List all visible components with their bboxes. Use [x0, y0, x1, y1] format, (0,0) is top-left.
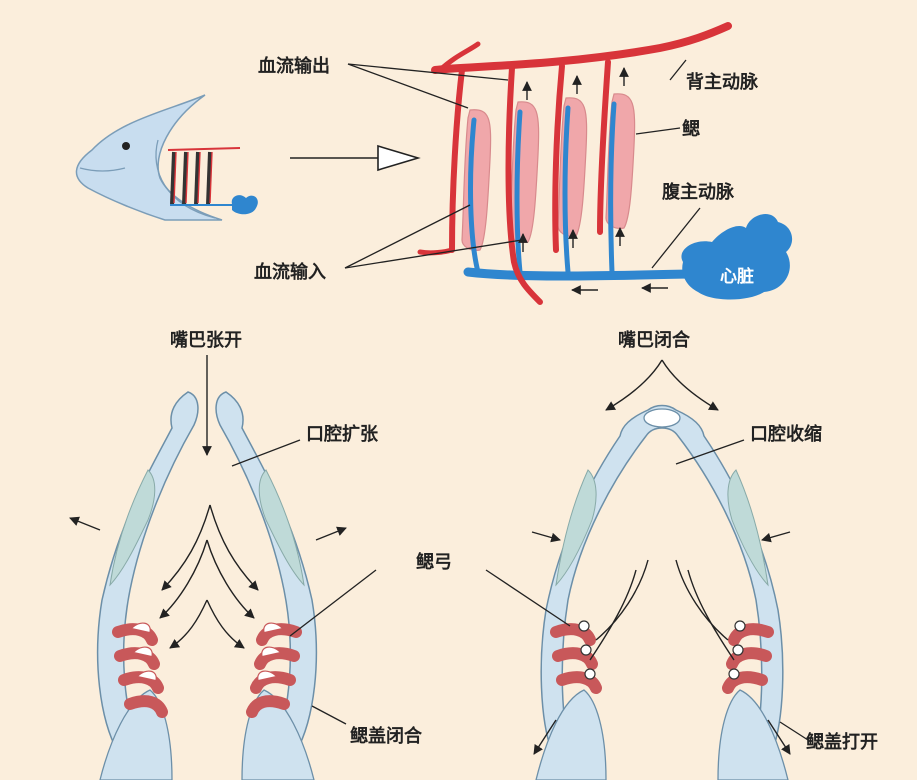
label-mouth-closed: 嘴巴闭合	[618, 329, 691, 351]
gill-circulation-illustration	[344, 22, 793, 305]
label-mouth-cavity-contract: 口腔收缩	[750, 423, 822, 445]
gill-arches-right-open	[246, 622, 302, 718]
label-blood-out: 血流输出	[258, 55, 330, 77]
label-gill-arch: 鳃弓	[416, 551, 452, 573]
heart-shape	[681, 214, 793, 300]
small-heart	[231, 195, 258, 215]
fish-eye	[122, 142, 130, 150]
water-flow-open	[69, 355, 347, 649]
label-operculum-open: 鳃盖打开	[806, 731, 878, 753]
gill-arches-right-closed	[722, 620, 774, 694]
water-flow-closed	[531, 359, 791, 755]
mouth-open-illustration	[69, 355, 377, 780]
dorsal-aorta-vessel	[431, 22, 732, 74]
label-operculum-closed: 鳃盖闭合	[350, 725, 423, 747]
label-mouth-cavity-expand: 口腔扩张	[306, 423, 379, 445]
vessel-flow-arrows	[518, 67, 668, 295]
fish-gill-arches-small	[167, 147, 258, 215]
ventral-aorta-vessel	[463, 267, 695, 281]
fish-head-illustration	[75, 94, 258, 221]
label-blood-in: 血流输入	[254, 261, 326, 283]
label-mouth-open: 嘴巴张开	[170, 330, 242, 351]
mouth-closed-illustration	[485, 359, 809, 780]
gill-arches-left-open	[112, 622, 168, 718]
label-dorsal-aorta: 背主动脉	[686, 71, 759, 93]
label-heart: 心脏	[720, 266, 754, 287]
afferent-branches	[468, 101, 617, 275]
efferent-branches	[417, 59, 611, 305]
zoom-arrow	[290, 144, 421, 172]
label-gill: 鳃	[682, 118, 700, 140]
gill-arches-left-closed	[550, 620, 602, 694]
label-ventral-aorta: 腹主动脉	[662, 181, 735, 203]
